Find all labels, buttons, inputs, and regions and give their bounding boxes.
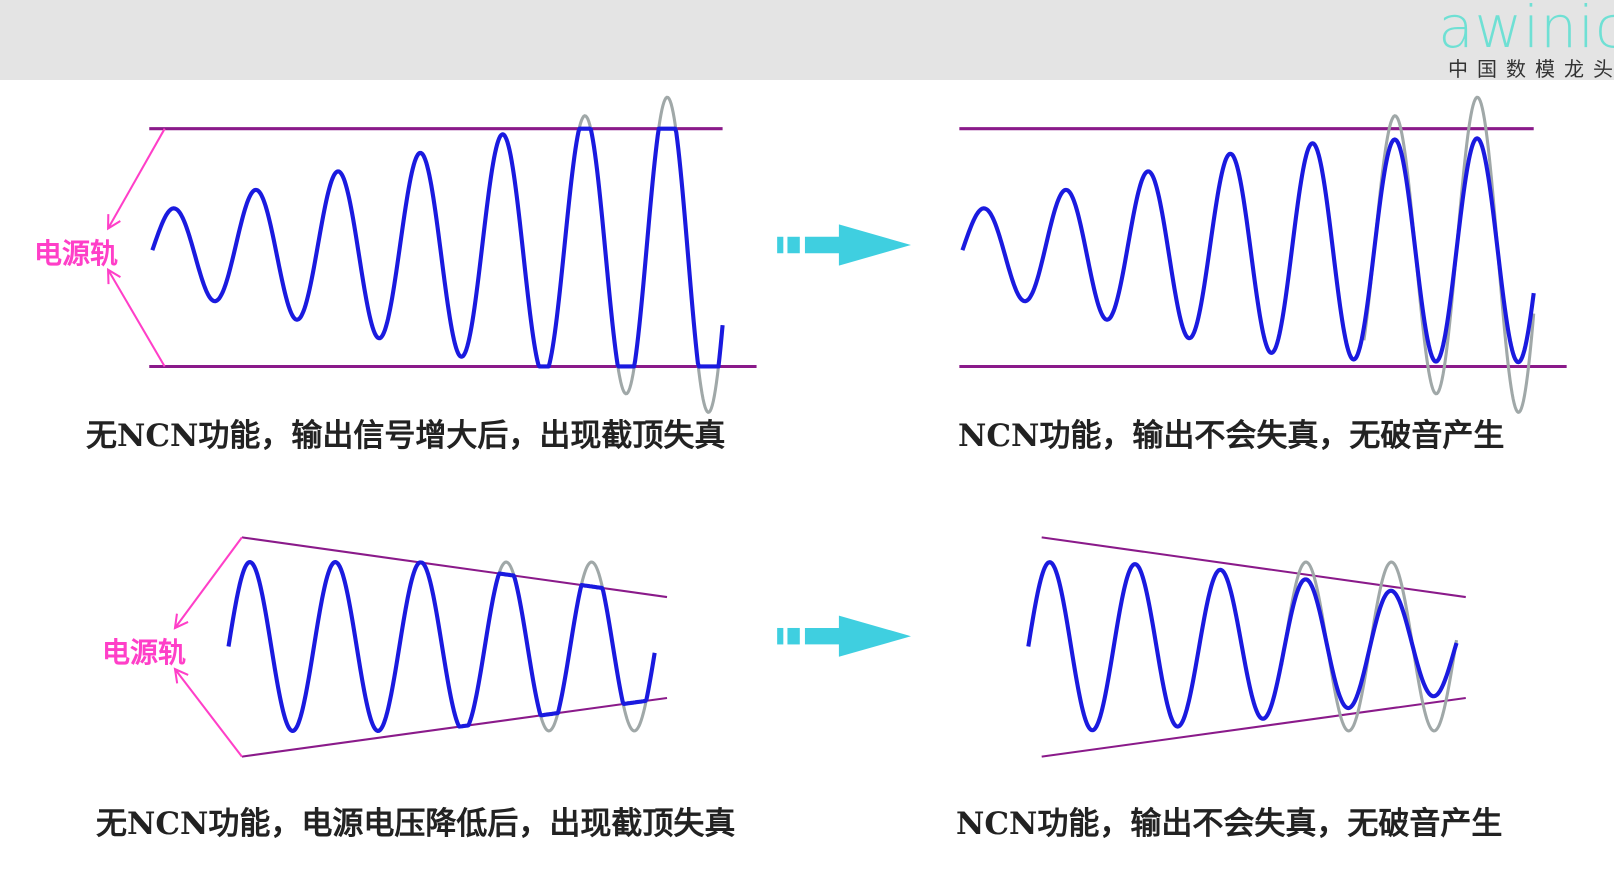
arrow-right-top-dash2 [787,236,800,254]
awinic-logo: awinic 中国数模龙头 [1414,0,1614,80]
caption-bottom-left: 无NCN功能，电源电压降低后，出现截顶失真 [96,806,736,842]
arrow-right-bottom-dash2 [787,627,800,645]
rail-arrow-down-left-head [106,267,121,285]
rail-bottom-lower-right [1041,696,1466,758]
arrow-right-bottom-dash1 [777,627,784,645]
rail-top-lower-right [1041,536,1466,599]
rail-arrow-up-bottom [174,536,243,629]
rail-arrow-down-bottom [174,668,243,758]
signal-wave-ncn-bottom [1026,560,1459,733]
rail-arrow-down-bottom-head [173,667,189,684]
signal-wave-clipped-top [150,126,725,369]
caption-top-right: NCN功能，输出不会失真，无破音产生 [958,418,1505,454]
rail-bottom-lower-left [241,696,668,758]
slide-header-bar: awinic 中国数模龙头 [0,0,1614,80]
signal-wave-ncn-top-ghost [1362,95,1536,414]
rail-arrow-up-left-head [107,214,121,231]
arrow-right-top [804,224,911,266]
rail-arrow-down-left [107,269,166,368]
arrow-right-bottom [804,615,911,657]
rail-label-bottom: 电源轨 [102,636,187,669]
logo-subtitle: 中国数模龙头 [1448,57,1614,81]
logo-brand: awinic [1438,0,1614,61]
caption-bottom-right: NCN功能，输出不会失真，无破音产生 [956,806,1503,842]
rail-label-top: 电源轨 [34,237,119,270]
rail-arrow-up-bottom-head [173,613,189,630]
rail-arrow-up-left [107,128,166,230]
signal-wave-ncn-top [960,136,1536,365]
signal-wave-clipped-bottom [226,560,657,733]
caption-top-left: 无NCN功能，输出信号增大后，出现截顶失真 [86,418,726,454]
arrow-right-top-dash1 [777,236,784,254]
